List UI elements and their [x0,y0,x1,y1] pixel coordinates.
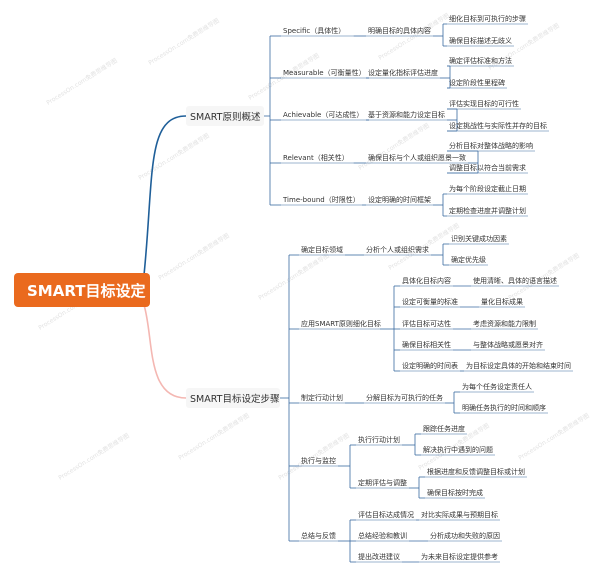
level2-label: 总结与反馈 [301,531,336,540]
level3-label: 分析个人或组织需求 [366,245,429,254]
level2-label: Time-bound（时限性） [282,195,360,204]
level2-label: Relevant（相关性） [283,153,349,162]
level3-label: 设定可衡量的标准 [402,297,458,306]
level3-label: 执行行动计划 [358,435,400,444]
level4-label: 确保目标按时完成 [427,488,483,497]
level4-label: 分析成功和失败的原因 [430,531,500,540]
level2-label: 执行与监控 [301,456,336,465]
watermark-text: ProcessOn.com免费思维导图 [45,56,119,106]
level2-label: 应用SMART原则细化目标 [301,319,381,328]
watermark-text: ProcessOn.com免费思维导图 [357,121,431,171]
watermark-text: ProcessOn.com免费思维导图 [57,431,131,481]
level3-label: 定期评估与调整 [358,478,407,487]
watermark-text: ProcessOn.com免费思维导图 [377,11,451,61]
level4-label: 明确任务执行的时间和顺序 [462,403,546,412]
root-node [14,273,150,307]
level4-label: 根据进度和反馈调整目标或计划 [427,467,525,476]
level4-label: 细化目标到可执行的步骤 [449,14,526,23]
level2-label: Measurable（可衡量性） [283,68,366,77]
root-node-label: SMART目标设定 [27,282,145,300]
watermark-text: ProcessOn.com免费思维导图 [137,131,211,181]
level4-label: 为未来目标设定提供参考 [421,552,498,561]
level4-label: 设定阶段性里程碑 [449,78,505,87]
level2-label: Specific（具体性） [283,26,345,35]
level4-label: 评估实现目标的可行性 [449,99,519,108]
level3-label: 具体化目标内容 [402,276,451,285]
watermark-text: ProcessOn.com免费思维导图 [177,411,251,461]
watermark-text: ProcessOn.com免费思维导图 [257,251,331,301]
branch-label: SMART目标设定步骤 [190,393,279,405]
branch-label: SMART原则概述 [190,111,261,123]
root-to-branch-line [143,115,187,276]
level3-label: 总结经验和教训 [358,531,407,540]
level3-label: 基于资源和能力设定目标 [368,110,445,119]
level3-label: 提出改进建议 [358,552,400,561]
level4-label: 分析目标对整体战略的影响 [449,141,533,150]
level4-label: 调整目标以符合当前需求 [449,163,526,172]
node-layer: SMART目标设定 SMART原则概述 SMART目标设定步骤 Specific（具体… [14,14,571,561]
watermark-text: ProcessOn.com免费思维导图 [147,16,221,66]
level4-label: 考虑资源和能力限制 [473,319,536,328]
watermark-text: ProcessOn.com免费思维导图 [157,231,231,281]
connector-lines [143,23,573,563]
root-to-branch-line [143,304,187,399]
level4-label: 对比实际成果与预期目标 [421,510,498,519]
level4-label: 使用清晰、具体的语言描述 [473,276,557,285]
level3-label: 设定明确的时间框架 [368,195,431,204]
level3-label: 评估目标可达性 [402,319,451,328]
level4-label: 设定挑战性与实际性并存的目标 [449,121,547,130]
level3-label: 分解目标为可执行的任务 [366,393,443,402]
level2-label: 制定行动计划 [301,393,343,402]
level3-label: 明确目标的具体内容 [368,26,431,35]
level4-label: 确定优先级 [451,255,486,264]
level3-label: 设定明确的时间表 [402,361,458,370]
level4-label: 解决执行中遇到的问题 [423,445,493,454]
level4-label: 识别关键成功因素 [451,234,507,243]
level2-label: 确定目标领域 [301,245,343,254]
watermark-text: ProcessOn.com免费思维导图 [517,411,591,461]
level4-label: 为每个阶段设定截止日期 [449,184,526,193]
level2-label: Achievable（可达成性） [283,110,363,119]
level3-label: 确保目标与个人或组织愿景一致 [368,153,466,162]
branch-node [186,388,280,408]
level3-label: 评估目标达成情况 [358,510,414,519]
level3-label: 确保目标相关性 [402,340,451,349]
level4-label: 量化目标成果 [481,297,523,306]
level4-label: 确保目标描述无歧义 [449,36,512,45]
level4-label: 为目标设定具体的开始和结束时间 [466,361,571,370]
branch-node [186,106,264,126]
level4-label: 与整体战略或愿景对齐 [473,340,543,349]
level3-label: 设定量化指标评估进度 [368,68,438,77]
level4-label: 为每个任务设定责任人 [462,382,532,391]
level4-label: 定期检查进度并调整计划 [449,206,526,215]
level4-label: 确定评估标准和方法 [449,56,512,65]
level4-label: 跟踪任务进度 [423,424,465,433]
